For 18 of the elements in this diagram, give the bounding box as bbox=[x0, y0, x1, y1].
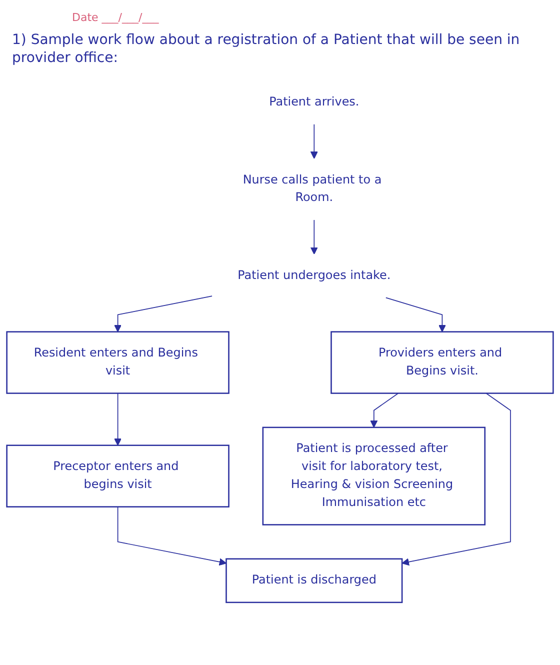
node-text: Nurse calls patient to a Room. bbox=[242, 173, 382, 205]
node-box: Patient is discharged bbox=[226, 558, 403, 604]
node-text: Patient arrives. bbox=[269, 95, 360, 109]
node-box: Patient is processed after visit for laboratory test, Hearing & vision Screening Immunisation etc bbox=[262, 426, 486, 526]
node-box: Preceptor enters and begins visit bbox=[6, 444, 230, 508]
arrow bbox=[385, 297, 446, 332]
node-box: Providers enters and Begins visit. bbox=[330, 331, 554, 394]
title: 1) Sample work flow about a registration of a Patient that will be seen in provider office: bbox=[12, 31, 521, 67]
arrow bbox=[310, 220, 318, 254]
arrow bbox=[310, 124, 318, 159]
date-label: Date ___/___/___ bbox=[72, 11, 159, 24]
node-box: Resident enters and Begins visit bbox=[6, 331, 230, 394]
arrow bbox=[370, 392, 399, 428]
arrow bbox=[117, 506, 227, 566]
arrow bbox=[114, 296, 212, 332]
node-text: Patient undergoes intake. bbox=[238, 268, 391, 282]
arrow bbox=[114, 392, 122, 446]
arrow bbox=[402, 392, 511, 566]
